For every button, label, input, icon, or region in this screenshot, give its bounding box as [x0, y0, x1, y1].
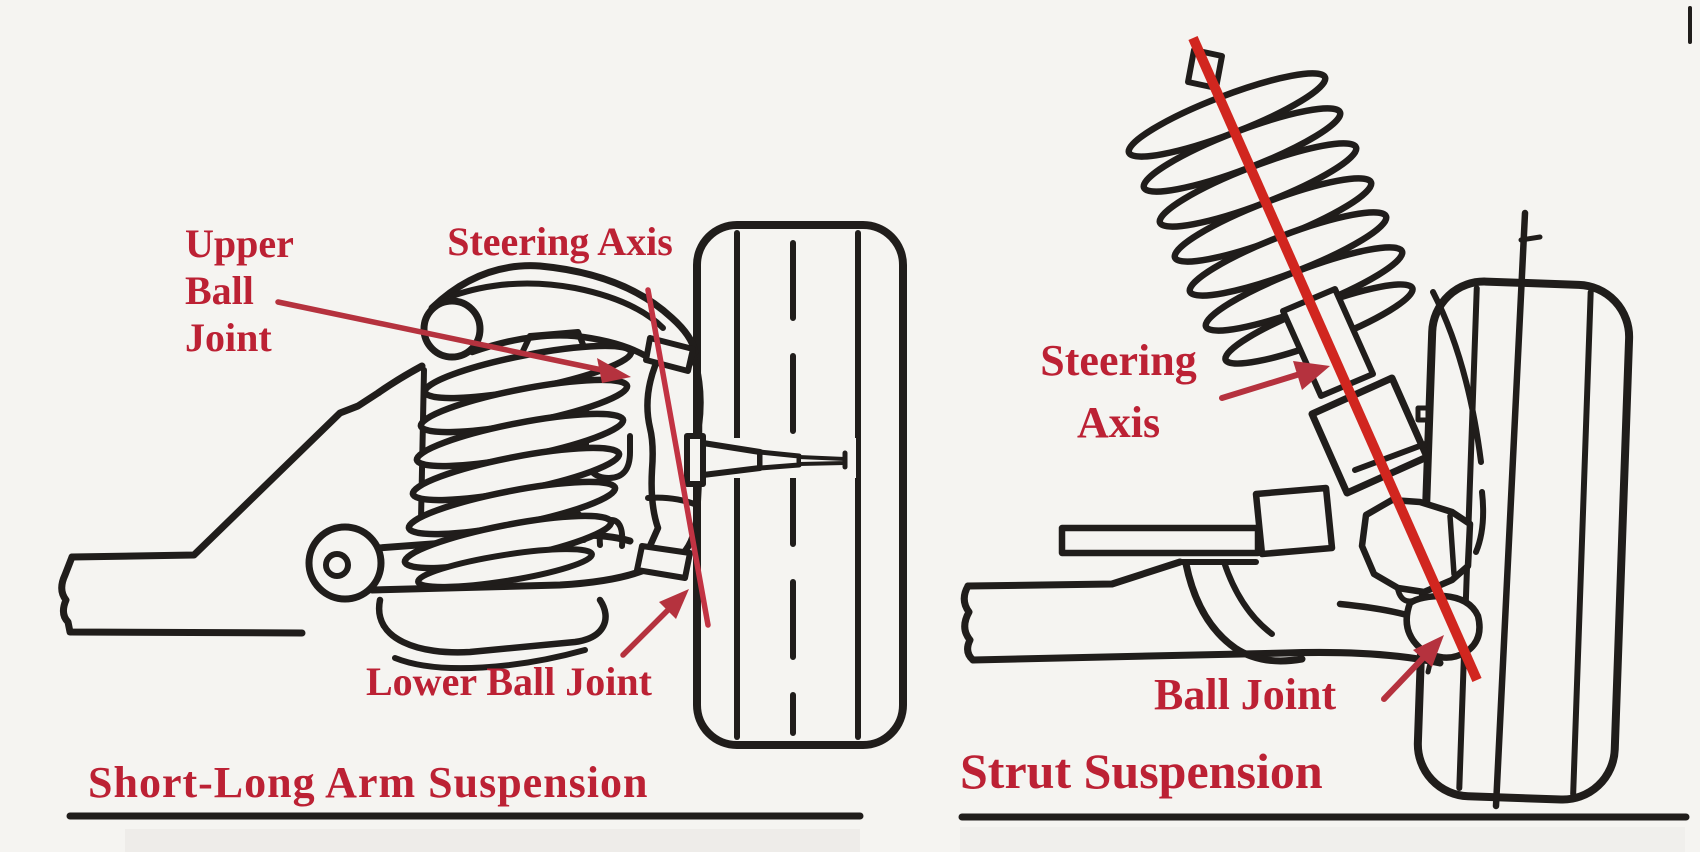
upper-ball-joint-label-line3: Joint [185, 315, 272, 360]
steering-axis-right-line2: Axis [1076, 398, 1161, 447]
steering-axis-label-left: Steering Axis [447, 219, 673, 264]
upper-arm-bushing [420, 297, 484, 361]
steering-axis-line-left [645, 287, 711, 628]
short-long-arm-caption: Short-Long Arm Suspension [88, 758, 649, 807]
lower-ball-joint-housing [634, 543, 693, 581]
brake-rotor-edge [1415, 289, 1487, 555]
steering-axis-label-right: Steering Axis [1016, 330, 1221, 454]
vertical-reference-line [1492, 209, 1543, 810]
upper-ball-joint-label-line2: Ball [185, 268, 254, 313]
paper-edge-band [125, 827, 1685, 852]
ball-joint-arrow-right [1381, 635, 1444, 702]
ball-joint-label-right: Ball Joint [1154, 670, 1337, 719]
upper-ball-joint-label-line1: Upper [185, 221, 294, 266]
steering-axis-right-line1: Steering [1040, 336, 1197, 385]
upper-ball-joint-label: Upper Ball Joint [185, 220, 294, 361]
strut-diagram [958, 6, 1692, 821]
strut-suspension-caption: Strut Suspension [960, 743, 1323, 799]
wheel-spindle [684, 433, 856, 487]
upper-ball-joint-arrow [275, 299, 631, 383]
coil-spring-left [401, 342, 635, 590]
steering-axis-arrow-right [1219, 361, 1330, 401]
lower-ball-joint-label: Lower Ball Joint [366, 659, 652, 704]
steering-axis-line-right [1188, 35, 1482, 683]
spring-seat-dish [375, 596, 609, 656]
tire-left [693, 221, 907, 749]
short-long-arm-diagram [58, 221, 907, 820]
steering-linkage [1058, 484, 1432, 665]
lower-ball-joint-arrow [620, 589, 689, 658]
